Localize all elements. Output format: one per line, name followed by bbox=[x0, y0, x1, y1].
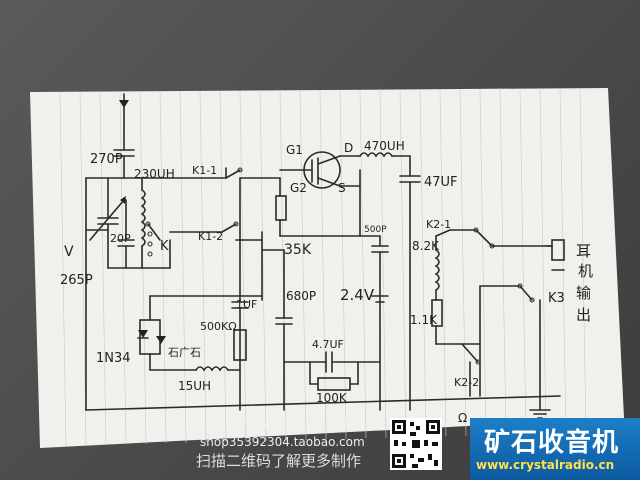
label-k1-1: K1-1 bbox=[192, 164, 217, 177]
label-270p: 270P bbox=[90, 152, 123, 167]
label-ear-1: 耳 bbox=[576, 242, 591, 260]
label-265p: 265P bbox=[60, 273, 93, 288]
label-s: S bbox=[338, 181, 346, 195]
crystal-detector-icon bbox=[156, 336, 166, 344]
label-20p: 20P bbox=[110, 232, 131, 245]
label-k3: K3 bbox=[548, 291, 565, 306]
bottom-rail bbox=[85, 395, 561, 411]
label-4-7uf: 4.7UF bbox=[312, 338, 344, 351]
label-k1-2: K1-2 bbox=[198, 230, 223, 243]
coil-230uh bbox=[140, 189, 146, 247]
coil-15uh bbox=[195, 366, 229, 372]
label-ear-3: 输 bbox=[576, 284, 591, 302]
diode-1n34-icon bbox=[138, 330, 148, 338]
label-crystal: 石广石 bbox=[168, 346, 201, 359]
label-k2-2: K2-2 bbox=[454, 376, 479, 389]
label-2-4v: 2.4V bbox=[340, 286, 375, 304]
label-470uh: 470UH bbox=[364, 139, 405, 153]
label-500k: 500KΩ bbox=[200, 320, 237, 333]
resistor-1-1k bbox=[431, 299, 443, 327]
circuit-wiring bbox=[85, 93, 565, 419]
label-1n34: 1N34 bbox=[96, 351, 131, 366]
label-ear-2: 机 bbox=[578, 262, 593, 280]
watermark-site: www.haodiy.net bbox=[232, 414, 350, 432]
brand-banner: 矿石收音机 www.crystalradio.cn bbox=[470, 418, 640, 480]
coil-470uh bbox=[359, 152, 393, 158]
label-ear-4: 出 bbox=[576, 306, 591, 324]
label-230uh: 230UH bbox=[134, 167, 175, 181]
potentiometer-500k bbox=[233, 329, 247, 361]
label-8-2k: 8.2K bbox=[412, 239, 440, 253]
antenna-arrow-icon bbox=[119, 100, 129, 108]
watermark-shop: shop35392304.taobao.com bbox=[200, 435, 365, 449]
watermark-scan: 扫描二维码了解更多制作 bbox=[196, 452, 361, 470]
coil-8k2 bbox=[434, 249, 440, 291]
label-omega: Ω bbox=[458, 411, 467, 425]
label-k2-1: K2-1 bbox=[426, 218, 451, 231]
watermark-overlay: www.haodiy.net shop35392304.taobao.com 扫… bbox=[196, 414, 365, 470]
brand-title: 矿石收音机 bbox=[484, 428, 620, 458]
label-1-1k: 1.1K bbox=[410, 313, 438, 327]
label-15uh: 15UH bbox=[178, 379, 211, 393]
qr-code-icon bbox=[390, 418, 442, 470]
paper-grid bbox=[59, 87, 587, 447]
resistor-35k bbox=[275, 195, 287, 221]
label-v: V bbox=[64, 244, 74, 260]
var-cap-arrow-icon bbox=[120, 196, 126, 204]
earphone-jack-icon bbox=[551, 239, 565, 261]
label-d: D bbox=[344, 141, 353, 155]
label-47uf: 47UF bbox=[424, 175, 458, 190]
label-680p: 680P bbox=[286, 289, 316, 303]
brand-url: www.crystalradio.cn bbox=[476, 458, 615, 472]
label-100k: 100K bbox=[316, 391, 348, 405]
label-g2: G2 bbox=[290, 181, 307, 195]
label-500p: 500P bbox=[364, 225, 387, 235]
label-k: K bbox=[160, 239, 169, 254]
label-35k: 35K bbox=[284, 242, 312, 258]
label-1uf: 1UF bbox=[236, 298, 257, 311]
component-labels: 270P 230UH 20P K V 265P K1-1 K1-2 G1 G2 … bbox=[60, 139, 593, 425]
label-g1: G1 bbox=[286, 143, 303, 157]
